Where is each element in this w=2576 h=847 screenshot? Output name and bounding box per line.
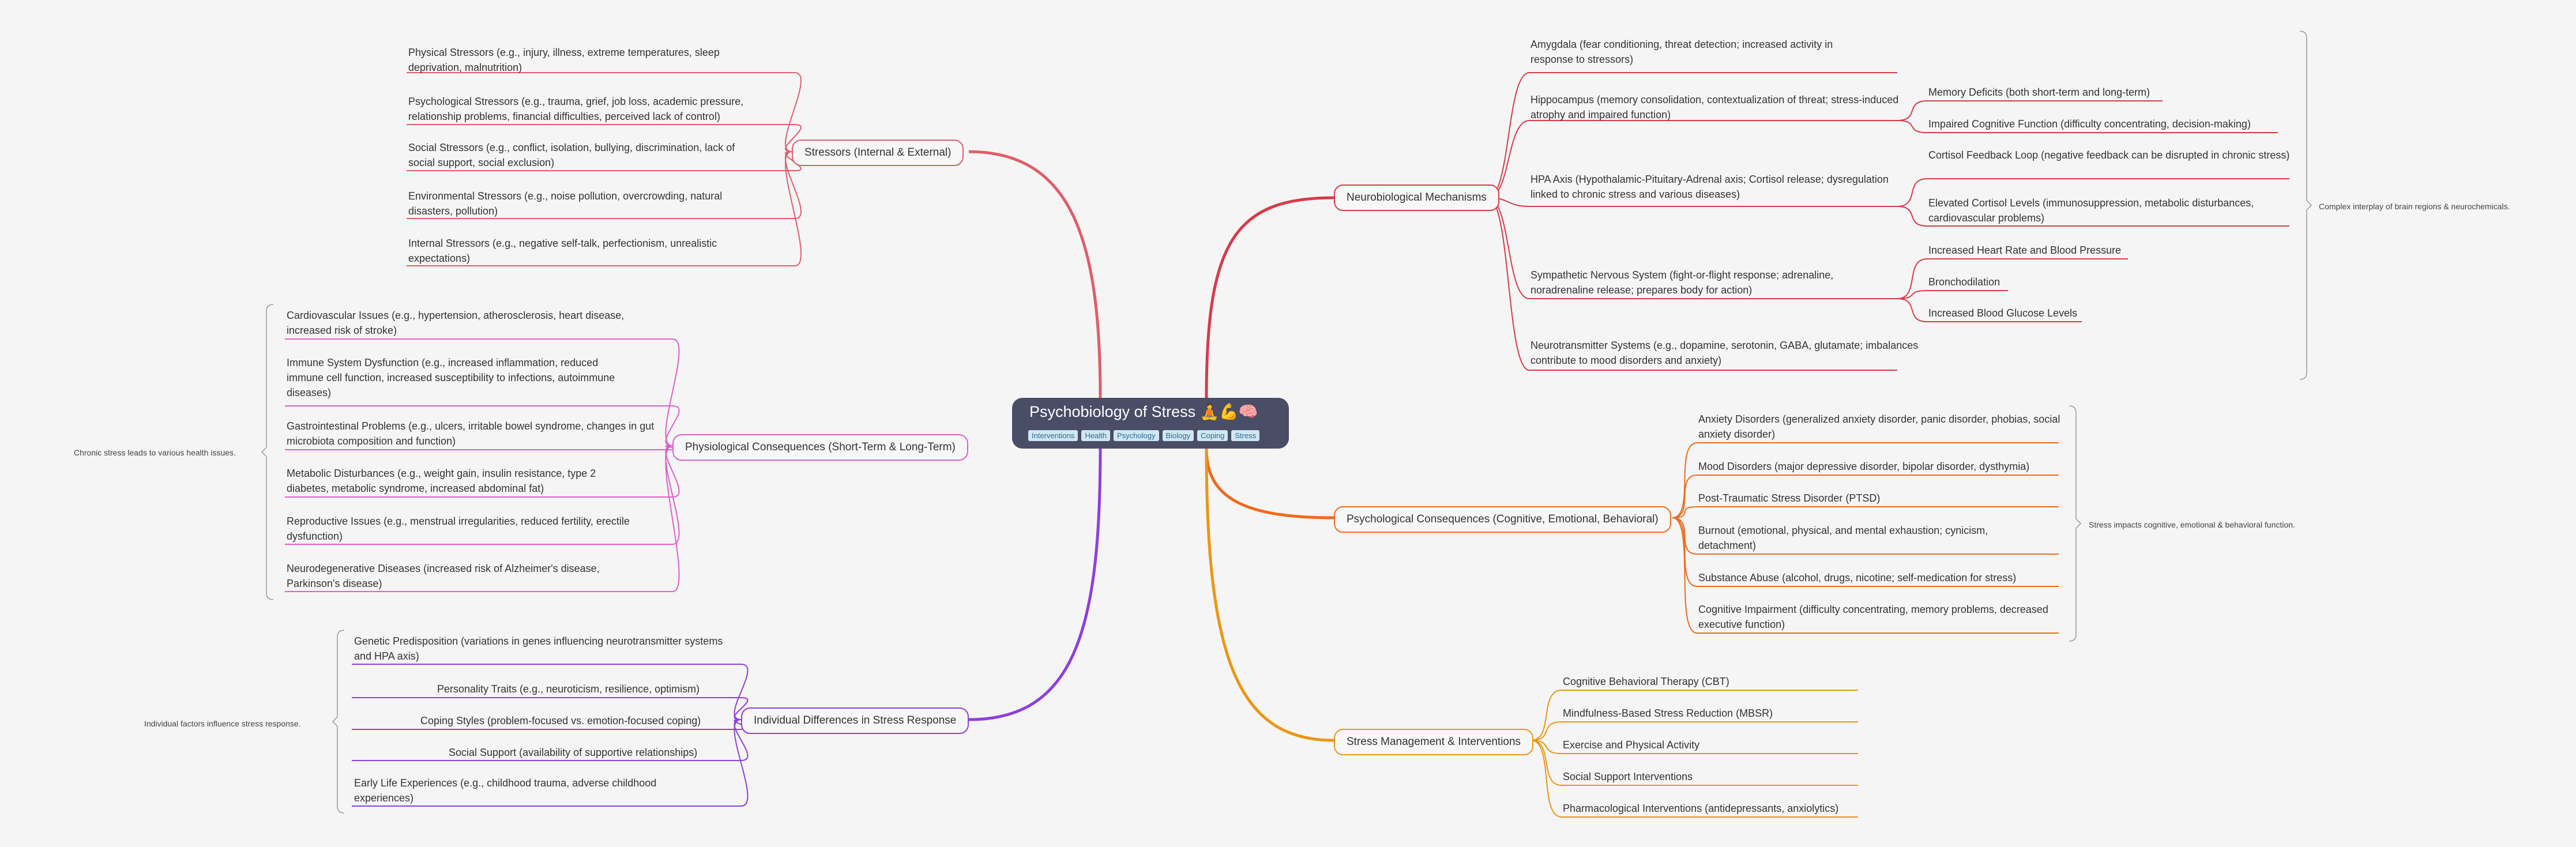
root-link-stressors [968,150,1102,398]
neuro-memory-deficits[interactable]: Memory Deficits (both short-term and lon… [1928,86,2150,98]
link-phys-neuro [285,445,680,592]
link-mgmt-exercise [1530,740,1858,754]
link-phys-metabolic [285,445,680,498]
root-link-individual [968,448,1102,721]
phys-gastrointestinal[interactable]: Gastrointestinal Problems (e.g., ulcers,… [287,420,655,447]
mgmt-social-support[interactable]: Social Support Interventions [1563,771,1693,782]
link-psych-anxiety [1672,442,2059,518]
root-tags: Interventions Health Psychology Biology … [1028,430,1260,441]
root-link-psychological [1205,448,1334,520]
mgmt-cbt[interactable]: Cognitive Behavioral Therapy (CBT) [1563,676,1729,687]
psych-burnout[interactable]: Burnout (emotional, physical, and mental… [1698,525,1988,551]
bracket-neurobiological [2299,31,2312,380]
link-neuro-feedback [1897,178,2289,207]
root-link-management [1205,448,1334,742]
stressor-physical[interactable]: Physical Stressors (e.g., injury, illnes… [408,47,720,73]
link-mgmt-pharma [1530,740,1858,818]
psych-anxiety[interactable]: Anxiety Disorders (generalized anxiety d… [1698,413,2060,440]
neuro-heart-rate[interactable]: Increased Heart Rate and Blood Pressure [1928,244,2122,256]
neuro-hpa-axis[interactable]: HPA Axis (Hypothalamic-Pituitary-Adrenal… [1530,174,1889,200]
bracket-psychological [2069,405,2082,642]
indiv-early-life[interactable]: Early Life Experiences (e.g., childhood … [354,777,657,804]
link-neuro-broncho [1897,290,2008,299]
branch-stress-management[interactable]: Stress Management & Interventions [1334,729,1534,755]
phys-cardiovascular[interactable]: Cardiovascular Issues (e.g., hypertensio… [287,310,625,336]
link-indiv-social [352,719,749,761]
stressor-environmental[interactable]: Environmental Stressors (e.g., noise pol… [408,190,723,217]
indiv-genetic[interactable]: Genetic Predisposition (variations in ge… [354,635,723,662]
bracket-physiological [261,304,274,600]
neuro-neurotransmitter[interactable]: Neurotransmitter Systems (e.g., dopamine… [1530,340,1919,366]
bracket-individual [332,630,345,814]
link-neuro-elevated [1897,206,2289,227]
link-neuro-memory [1897,100,2163,121]
tag-stress[interactable]: Stress [1231,430,1260,441]
tag-interventions[interactable]: Interventions [1028,430,1078,441]
stressor-psychological[interactable]: Psychological Stressors (e.g., trauma, g… [408,96,744,122]
tag-coping[interactable]: Coping [1197,430,1228,441]
link-phys-cardio [285,338,680,446]
neuro-sympathetic[interactable]: Sympathetic Nervous System (fight-or-fli… [1530,269,1834,296]
root-title: Psychobiology of Stress 🧘💪🧠 [1029,403,1258,420]
phys-metabolic[interactable]: Metabolic Disturbances (e.g., weight gai… [287,468,596,494]
branch-physiological[interactable]: Physiological Consequences (Short-Term &… [672,434,968,461]
link-stressor-psych [407,124,802,152]
link-indiv-personality [352,697,749,720]
link-indiv-genetic [352,664,749,720]
summary-psychological: Stress impacts cognitive, emotional & be… [2089,520,2295,529]
mgmt-mbsr[interactable]: Mindfulness-Based Stress Reduction (MBSR… [1563,707,1773,719]
indiv-coping[interactable]: Coping Styles (problem-focused vs. emoti… [420,715,701,726]
stressor-social[interactable]: Social Stressors (e.g., conflict, isolat… [408,142,735,168]
neuro-impaired-cognitive[interactable]: Impaired Cognitive Function (difficulty … [1928,118,2251,130]
neuro-cortisol-feedback[interactable]: Cortisol Feedback Loop (negative feedbac… [1928,149,2290,161]
link-psych-burnout [1672,517,2059,555]
neuro-bronchodilation[interactable]: Bronchodilation [1928,276,2000,288]
neuro-hippocampus[interactable]: Hippocampus (memory consolidation, conte… [1530,94,1899,121]
tag-psychology[interactable]: Psychology [1114,430,1159,441]
mgmt-pharmacological[interactable]: Pharmacological Interventions (antidepre… [1563,803,1839,814]
link-psych-substance [1672,517,2059,587]
phys-immune[interactable]: Immune System Dysfunction (e.g., increas… [287,357,615,398]
branch-neurobiological[interactable]: Neurobiological Mechanisms [1334,185,1499,211]
neuro-blood-glucose[interactable]: Increased Blood Glucose Levels [1928,307,2078,319]
branch-stressors[interactable]: Stressors (Internal & External) [792,140,964,166]
psych-cognitive-impairment[interactable]: Cognitive Impairment (difficulty concent… [1698,604,2048,630]
root-topic[interactable]: Psychobiology of Stress 🧘💪🧠 Intervention… [1012,398,1289,449]
link-psych-cognitive [1672,517,2059,634]
psych-mood[interactable]: Mood Disorders (major depressive disorde… [1698,461,2030,472]
indiv-social-support[interactable]: Social Support (availability of supporti… [449,747,698,758]
link-psych-ptsd [1672,506,2059,518]
phys-reproductive[interactable]: Reproductive Issues (e.g., menstrual irr… [287,515,630,542]
link-phys-immune [285,405,680,446]
link-neuro-glucose [1897,298,2082,322]
psych-ptsd[interactable]: Post-Traumatic Stress Disorder (PTSD) [1698,492,1881,504]
link-mgmt-social [1530,740,1858,786]
summary-physiological: Chronic stress leads to various health i… [74,448,236,457]
mgmt-exercise[interactable]: Exercise and Physical Activity [1563,739,1700,751]
link-mgmt-cbt [1530,690,1858,741]
root-link-neurobiological [1205,196,1334,398]
psych-substance[interactable]: Substance Abuse (alcohol, drugs, nicotin… [1698,572,2017,584]
link-neuro-heart [1897,258,2128,299]
link-indiv-earlylife [352,719,749,807]
branch-psychological[interactable]: Psychological Consequences (Cognitive, E… [1334,506,1671,533]
link-mgmt-mbsr [1530,721,1858,741]
link-stressor-internal [407,151,802,266]
neuro-amygdala[interactable]: Amygdala (fear conditioning, threat dete… [1530,39,1833,65]
indiv-personality[interactable]: Personality Traits (e.g., neuroticism, r… [437,683,700,695]
link-neuro-cognitive [1897,120,2278,133]
tag-health[interactable]: Health [1081,430,1111,441]
tag-biology[interactable]: Biology [1162,430,1194,441]
link-psych-mood [1672,475,2059,518]
stressor-internal[interactable]: Internal Stressors (e.g., negative self-… [408,238,717,264]
neuro-elevated-cortisol[interactable]: Elevated Cortisol Levels (immunosuppress… [1928,197,2254,224]
link-stressor-env [407,151,802,219]
phys-neurodegenerative[interactable]: Neurodegenerative Diseases (increased ri… [287,563,600,589]
branch-individual-differences[interactable]: Individual Differences in Stress Respons… [741,707,969,734]
summary-neurobiological: Complex interplay of brain regions & neu… [2319,202,2510,211]
summary-individual: Individual factors influence stress resp… [144,719,301,728]
